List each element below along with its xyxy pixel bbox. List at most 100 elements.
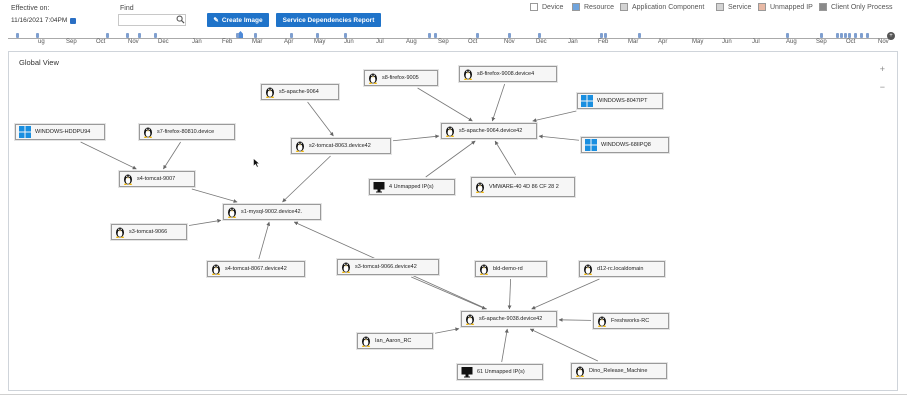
graph-node[interactable]: s7-firefox-80810.device: [139, 124, 235, 140]
legend-resource: Resource: [572, 3, 614, 11]
legend-label: Service: [728, 3, 752, 11]
timeline-month-label: Oct: [846, 39, 856, 45]
timeline-event-tick[interactable]: [434, 33, 437, 38]
timeline-event-tick[interactable]: [836, 33, 839, 38]
graph-node[interactable]: s5-apache-9064.device42: [441, 123, 537, 139]
timeline-month-label: ug: [38, 39, 45, 45]
graph-node-label: d12-rc.localdomain: [597, 265, 644, 272]
linux-penguin-icon: [445, 125, 455, 137]
timeline-event-tick[interactable]: [508, 33, 511, 38]
graph-node[interactable]: s8-firefox-9008.device4: [459, 66, 557, 82]
dependency-edge: [501, 328, 509, 363]
legend-label: Unmapped IP: [770, 3, 813, 11]
timeline-event-tick[interactable]: [600, 33, 603, 38]
timeline-event-tick[interactable]: [236, 33, 239, 38]
panel-title: Global View: [19, 58, 59, 67]
graph-node[interactable]: Freshworks-RC: [593, 313, 669, 329]
graph-node[interactable]: s5-apache-9064: [261, 84, 339, 100]
graph-node-label: s4-tomcat-8067.device42: [225, 265, 287, 272]
dependency-edge: [417, 87, 473, 122]
timeline-month-label: Jun: [722, 39, 732, 45]
graph-node[interactable]: Ian_Aaron_RC: [357, 333, 433, 349]
timeline-event-tick[interactable]: [154, 33, 157, 38]
effective-date-field[interactable]: 11/16/2021 7:04PM: [11, 17, 77, 24]
graph-node[interactable]: WINDOWS-68IIPQ8: [581, 137, 669, 153]
timeline-month-label: Mar: [252, 39, 263, 45]
calendar-icon[interactable]: [70, 17, 77, 24]
timeline-month-label: Jun: [344, 39, 354, 45]
graph-node[interactable]: 61 Unmapped IP(s): [457, 364, 543, 380]
timeline-event-tick[interactable]: [106, 33, 109, 38]
graph-node-label: s7-firefox-80810.device: [157, 128, 215, 135]
timeline-event-tick[interactable]: [844, 33, 847, 38]
graph-node[interactable]: s8-firefox-9005: [364, 70, 438, 86]
graph-node[interactable]: s3-tomcat-9066.device42: [337, 259, 439, 275]
timeline-month-label: Mar: [628, 39, 639, 45]
linux-penguin-icon: [295, 140, 305, 152]
timeline-event-tick[interactable]: [820, 33, 823, 38]
find-input[interactable]: [118, 14, 186, 26]
graph-node-label: s8-firefox-9005: [382, 74, 419, 81]
timeline-event-tick[interactable]: [538, 33, 541, 38]
timeline-event-tick[interactable]: [254, 33, 257, 38]
graph-node[interactable]: WINDOWS-8047IPT: [577, 93, 663, 109]
create-image-button[interactable]: ✎ Create Image: [207, 13, 269, 27]
linux-penguin-icon: [115, 226, 125, 238]
bottom-divider: [0, 394, 907, 395]
dependency-edge: [507, 278, 512, 310]
graph-node[interactable]: WINDOWS-HDDPU94: [15, 124, 105, 140]
search-icon[interactable]: [176, 15, 185, 24]
timeline-event-tick[interactable]: [316, 33, 319, 38]
timeline-event-tick[interactable]: [344, 33, 347, 38]
graph-node[interactable]: d12-rc.localdomain: [579, 261, 665, 277]
timeline-event-tick[interactable]: [604, 33, 607, 38]
graph-node[interactable]: s3-tomcat-9066: [111, 224, 187, 240]
graph-node[interactable]: s4-tomcat-9007: [119, 171, 195, 187]
timeline-marker-icon[interactable]: [238, 31, 243, 38]
legend-client-only-process: Client Only Process: [819, 3, 892, 11]
dependency-edge: [282, 155, 331, 203]
graph-node-label: s1-mysql-9002.device42.: [241, 208, 303, 215]
timeline-event-tick[interactable]: [476, 33, 479, 38]
timeline-event-tick[interactable]: [16, 33, 19, 38]
graph-node-label: 61 Unmapped IP(s): [477, 368, 525, 375]
linux-penguin-icon: [123, 173, 133, 185]
timeline-month-label: Nov: [878, 39, 889, 45]
timeline-event-tick[interactable]: [428, 33, 431, 38]
legend-label: Device: [542, 3, 564, 11]
plus-circle-icon[interactable]: +: [887, 32, 895, 40]
dependency-edge: [434, 327, 460, 334]
timeline-event-tick[interactable]: [866, 33, 869, 38]
graph-node[interactable]: s2-tomcat-8063.device42: [291, 138, 391, 154]
timeline-month-label: Apr: [284, 39, 294, 45]
graph-node[interactable]: Dino_Release_Machine: [571, 363, 667, 379]
timeline-event-tick[interactable]: [854, 33, 857, 38]
timeline-event-tick[interactable]: [860, 33, 863, 38]
graph-node[interactable]: 4 Unmapped IP(s): [369, 179, 455, 195]
timeline-event-tick[interactable]: [840, 33, 843, 38]
timeline-event-tick[interactable]: [138, 33, 141, 38]
service-dependencies-report-button[interactable]: Service Dependencies Report: [276, 13, 381, 27]
timeline-event-tick[interactable]: [638, 33, 641, 38]
timeline-event-tick[interactable]: [290, 33, 293, 38]
timeline-event-tick[interactable]: [786, 33, 789, 38]
linux-penguin-icon: [143, 126, 153, 138]
timeline-event-tick[interactable]: [848, 33, 851, 38]
graph-node[interactable]: s6-apache-9038.device42: [461, 311, 557, 327]
timeline-month-label: Jul: [752, 39, 760, 45]
timeline-event-tick[interactable]: [126, 33, 129, 38]
graph-node[interactable]: s1-mysql-9002.device42.: [223, 204, 321, 220]
create-image-label: Create Image: [221, 16, 263, 24]
zoom-out-button[interactable]: −: [879, 82, 885, 92]
zoom-in-button[interactable]: +: [879, 64, 885, 74]
pencil-icon: ✎: [213, 17, 219, 24]
graph-node-label: s5-apache-9064: [279, 88, 319, 95]
monitor-icon: [373, 181, 385, 193]
graph-node[interactable]: bld-demo-rd: [475, 261, 547, 277]
timeline-event-tick[interactable]: [36, 33, 39, 38]
graph-node[interactable]: s4-tomcat-8067.device42: [207, 261, 305, 277]
global-view-panel: Global View + − s8-firefox-9005 s8-firefo…: [8, 51, 898, 391]
graph-node[interactable]: VMWARE-40 4D 86 CF 28 2: [471, 177, 575, 197]
linux-penguin-icon: [575, 365, 585, 377]
